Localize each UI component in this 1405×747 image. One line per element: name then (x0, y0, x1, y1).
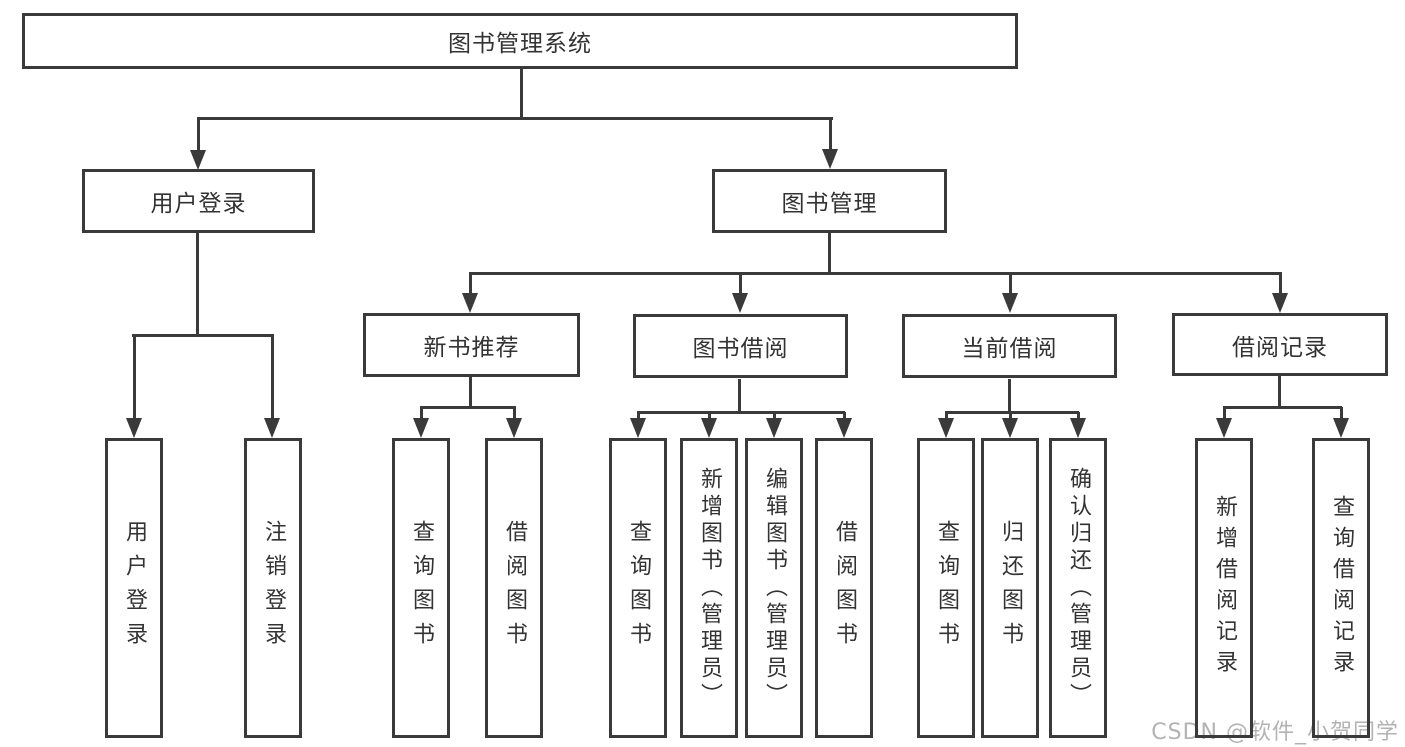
connector-book-borrow-stem (738, 379, 741, 414)
leaf-label: 归还图书 (998, 520, 1023, 656)
leaf-return-books: 归还图书 (981, 438, 1039, 738)
connector-new-book-split (420, 406, 516, 409)
leaf-query-books: 查询图书 (392, 438, 450, 738)
arrow-down-icon (1002, 273, 1018, 313)
leaf-label: 新增图书（管理员） (697, 466, 722, 710)
leaf-label: 用户登录 (122, 520, 147, 656)
leaf-confirm-return-admin: 确认归还（管理员） (1049, 438, 1107, 738)
arrow-down-icon (506, 407, 522, 438)
arrow-down-icon (1070, 412, 1086, 438)
node-new-book-recommendation: 新书推荐 (363, 313, 580, 377)
leaf-label: 借阅图书 (502, 520, 527, 656)
arrow-down-icon (264, 335, 280, 438)
arrow-down-icon (1216, 407, 1232, 438)
leaf-label: 借阅图书 (832, 520, 857, 656)
connector-level1-split (197, 117, 833, 120)
connector-book-mgmt-stem (828, 233, 831, 275)
leaf-label: 查询图书 (626, 520, 651, 656)
arrow-down-icon (938, 412, 954, 438)
leaf-borrow-books: 借阅图书 (485, 438, 543, 738)
connector-new-book-stem (469, 377, 472, 409)
connector-current-borrow-stem (1008, 379, 1011, 414)
leaf-edit-books-admin: 编辑图书（管理员） (745, 438, 803, 738)
arrow-down-icon (1002, 412, 1018, 438)
leaf-label: 新增借阅记录 (1212, 495, 1237, 681)
leaf-user-login: 用户登录 (105, 438, 163, 738)
arrow-down-icon (836, 412, 852, 438)
leaf-add-books-admin: 新增图书（管理员） (680, 438, 738, 738)
leaf-query-books: 查询图书 (917, 438, 975, 738)
arrow-down-icon (701, 412, 717, 438)
node-user-login: 用户登录 (82, 169, 315, 233)
leaf-logout: 注销登录 (244, 438, 302, 738)
arrow-down-icon (126, 335, 142, 438)
leaf-label: 查询图书 (934, 520, 959, 656)
arrow-down-icon (822, 118, 838, 169)
connector-borrow-records-split (1223, 406, 1342, 409)
leaf-borrow-books: 借阅图书 (815, 438, 873, 738)
leaf-query-borrow-record: 查询借阅记录 (1312, 438, 1370, 738)
arrow-down-icon (766, 412, 782, 438)
arrow-down-icon (1333, 407, 1349, 438)
csdn-watermark: CSDN @软件_小贺同学 (1151, 720, 1399, 745)
connector-book-borrow-split (637, 411, 845, 414)
arrow-down-icon (413, 407, 429, 438)
connector-current-borrow-split (945, 411, 1079, 414)
arrow-down-icon (630, 412, 646, 438)
connector-root-trunk (520, 69, 523, 119)
node-current-borrowing: 当前借阅 (902, 314, 1117, 378)
leaf-label: 查询图书 (409, 520, 434, 656)
node-borrowing-records: 借阅记录 (1172, 313, 1388, 376)
leaf-label: 确认归还（管理员） (1066, 466, 1091, 710)
leaf-add-borrow-record: 新增借阅记录 (1195, 438, 1253, 738)
connector-user-login-split (132, 334, 274, 337)
arrow-down-icon (1272, 273, 1288, 313)
arrow-down-icon (190, 118, 206, 170)
arrow-down-icon (462, 273, 478, 313)
arrow-down-icon (732, 273, 748, 313)
connector-borrow-records-stem (1278, 375, 1281, 409)
node-book-management: 图书管理 (712, 169, 947, 233)
node-book-borrowing: 图书借阅 (633, 314, 848, 378)
node-root-system: 图书管理系统 (22, 13, 1018, 69)
leaf-label: 查询借阅记录 (1329, 495, 1354, 681)
connector-user-login-stem (196, 233, 199, 337)
leaf-label: 编辑图书（管理员） (762, 466, 787, 710)
connector-book-mgmt-split (469, 272, 1282, 275)
leaf-query-books: 查询图书 (609, 438, 667, 738)
leaf-label: 注销登录 (261, 520, 286, 656)
